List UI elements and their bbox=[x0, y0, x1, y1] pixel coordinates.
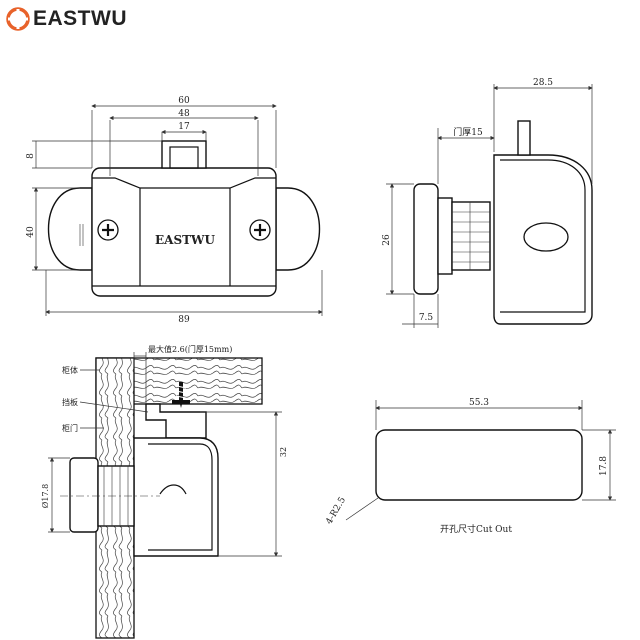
side-view: 28.5 门厚15 26 7.5 bbox=[382, 78, 593, 328]
grip-lines bbox=[79, 224, 84, 246]
eastwu-logo-icon bbox=[6, 7, 30, 31]
housing-inner-line bbox=[500, 159, 586, 313]
threaded-shaft bbox=[451, 201, 491, 271]
brand-name: EASTWU bbox=[33, 7, 127, 30]
body-face-lines bbox=[139, 188, 231, 286]
body-top-contour bbox=[92, 177, 276, 189]
section-housing bbox=[133, 437, 219, 557]
latch-tongue-inner bbox=[169, 146, 199, 169]
dim-side-height: 26 bbox=[382, 234, 392, 246]
cutout-caption: 开孔尺寸Cut Out bbox=[440, 523, 512, 535]
label-cabinet: 柜体 bbox=[62, 365, 78, 375]
dim-section-height: 32 bbox=[279, 447, 288, 457]
screw-right-icon bbox=[249, 219, 271, 241]
dim-depth: 28.5 bbox=[533, 78, 553, 88]
side-dimensions bbox=[386, 84, 593, 328]
screw-icon bbox=[172, 382, 190, 408]
right-lobe bbox=[275, 187, 321, 271]
left-lobe bbox=[47, 187, 93, 271]
dim-knob: 7.5 bbox=[419, 313, 434, 323]
section-view: 最大值2.6(门厚15mm) 柜体 挡板 柜门 Ø17.8 32 bbox=[41, 344, 288, 639]
front-view: EASTWU 60 bbox=[26, 96, 323, 325]
dim-total-width: 89 bbox=[178, 315, 190, 325]
body-brand-label: EASTWU bbox=[155, 233, 216, 247]
dim-cutout-radius: 4-R2.5 bbox=[324, 495, 348, 526]
knob-disc bbox=[413, 183, 439, 295]
dim-door-thickness: 门厚15 bbox=[453, 126, 483, 138]
thread-lines bbox=[452, 202, 490, 270]
cutout-shape bbox=[375, 429, 583, 501]
dim-front-top: 8 bbox=[26, 153, 36, 159]
dim-front-height: 40 bbox=[26, 226, 36, 238]
section-knob bbox=[69, 457, 99, 533]
release-slot-icon bbox=[523, 222, 569, 252]
dim-overall-width: 60 bbox=[178, 96, 190, 106]
label-door: 柜门 bbox=[62, 423, 78, 433]
strike-plate bbox=[145, 403, 207, 439]
dim-cutout-width: 55.3 bbox=[469, 398, 489, 408]
latch-tongue bbox=[161, 140, 207, 169]
cutout-view: 55.3 17.8 4-R2.5 开孔尺寸Cut Out bbox=[324, 398, 616, 535]
latch-arc bbox=[159, 484, 187, 495]
dim-mid-width: 48 bbox=[178, 109, 190, 119]
side-tongue bbox=[517, 120, 531, 156]
brand-logo: EASTWU bbox=[6, 7, 127, 31]
dim-hole-diameter: Ø17.8 bbox=[41, 484, 50, 508]
front-dimensions bbox=[32, 103, 323, 316]
screw-left-icon bbox=[97, 219, 119, 241]
section-housing-inner bbox=[148, 443, 213, 551]
knob-neck bbox=[437, 197, 453, 275]
cutout-dimensions bbox=[345, 400, 616, 521]
dim-cutout-height: 17.8 bbox=[599, 456, 609, 476]
section-leaders bbox=[48, 352, 282, 557]
label-panel: 挡板 bbox=[62, 397, 78, 407]
dim-handle-width: 17 bbox=[178, 122, 190, 132]
latch-body bbox=[91, 167, 277, 297]
dim-max-adjust: 最大值2.6(门厚15mm) bbox=[148, 344, 232, 354]
